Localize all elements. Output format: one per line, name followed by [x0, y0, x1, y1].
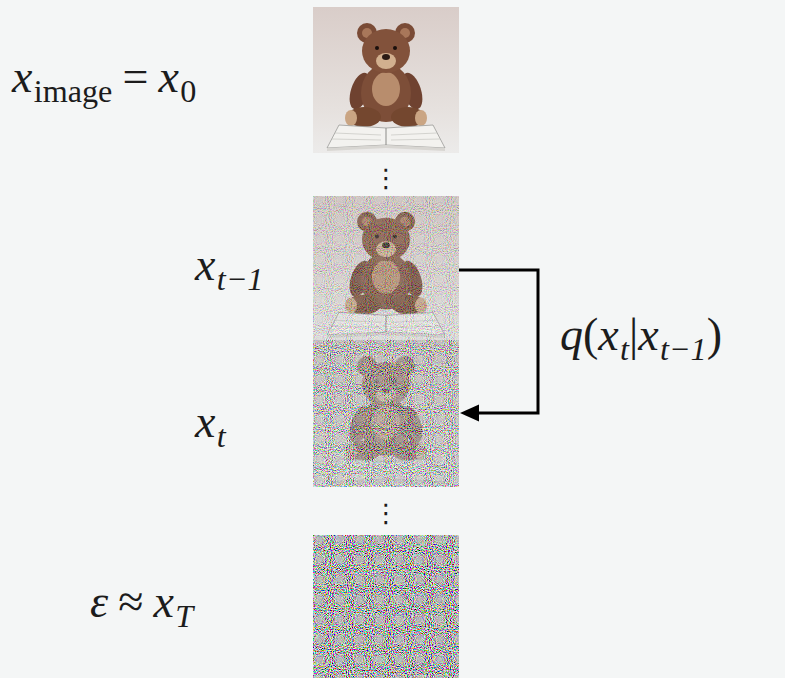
math-label: image	[34, 73, 113, 109]
math-label: ε	[90, 576, 108, 627]
math-label: x	[159, 51, 179, 102]
math-label: t−1	[217, 261, 264, 297]
slightly-noisy-image	[313, 196, 459, 340]
math-label: x	[195, 239, 215, 290]
ellipsis-mark: ⋮	[373, 498, 399, 528]
transition-arrow	[459, 270, 538, 422]
transition-label: x	[638, 309, 658, 360]
ellipsis-mark-group: ⋮	[373, 165, 399, 191]
transition-label: t−1	[660, 331, 707, 367]
transition-label-group: q(xt|xt−1)	[560, 307, 722, 369]
transition-label: )	[707, 309, 722, 360]
pure-noise-image	[313, 535, 459, 678]
transition-label: x	[598, 309, 618, 360]
clean-image	[313, 7, 459, 153]
math-label: x	[154, 576, 174, 627]
transition-label: q	[560, 309, 583, 360]
math-label: t	[217, 418, 226, 454]
math-label: x	[12, 51, 32, 102]
transition-label: |	[629, 309, 638, 360]
math-label: 0	[180, 73, 196, 109]
math-label-group: ε≈xT	[90, 574, 193, 636]
ellipsis-mark-group: ⋮	[373, 500, 399, 526]
math-label-group: ximage=x0	[12, 49, 196, 111]
noisier-image	[313, 340, 459, 487]
math-label-group: xt	[195, 394, 226, 456]
transition-label: t	[620, 331, 629, 367]
math-label: ≈	[118, 576, 143, 627]
math-label: x	[195, 396, 215, 447]
math-label: =	[122, 51, 148, 102]
math-label-group: xt−1	[195, 237, 263, 299]
math-label: T	[175, 598, 193, 634]
transition-label: (	[583, 309, 598, 360]
ellipsis-mark: ⋮	[373, 163, 399, 193]
